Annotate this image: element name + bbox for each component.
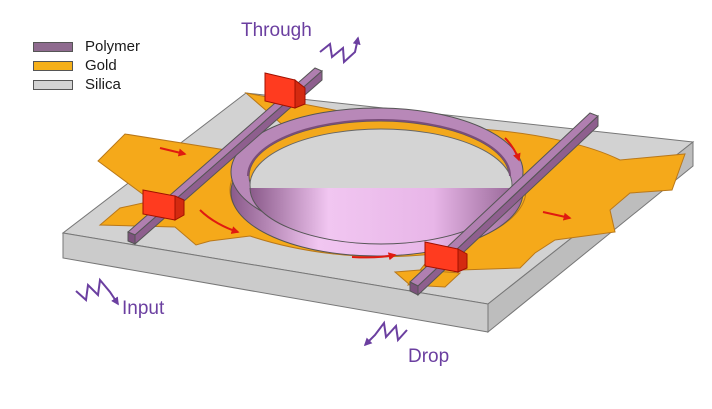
legend-label-gold: Gold (85, 57, 117, 74)
legend-label-polymer: Polymer (85, 38, 141, 55)
light-direction-arrows (159, 137, 572, 261)
silica-swatch (33, 79, 73, 90)
legend-item-silica: Silica (33, 76, 140, 93)
drop-port-arrow (363, 320, 408, 347)
gold-swatch (33, 60, 73, 71)
heater-left (142, 189, 185, 221)
right-polymer-waveguide (409, 112, 599, 297)
heater-right (424, 241, 468, 273)
legend: Polymer Gold Silica (33, 38, 140, 95)
polymer-swatch (33, 41, 73, 52)
drop-port-label: Drop (408, 346, 450, 367)
polymer-microring (230, 107, 524, 257)
heater-top (264, 72, 306, 109)
through-port-arrow (319, 36, 361, 65)
legend-item-gold: Gold (33, 57, 140, 74)
input-port-arrow (75, 277, 119, 306)
through-port-label: Through (241, 20, 312, 41)
input-port-label: Input (122, 298, 165, 319)
legend-label-silica: Silica (85, 76, 121, 93)
legend-item-polymer: Polymer (33, 38, 140, 55)
